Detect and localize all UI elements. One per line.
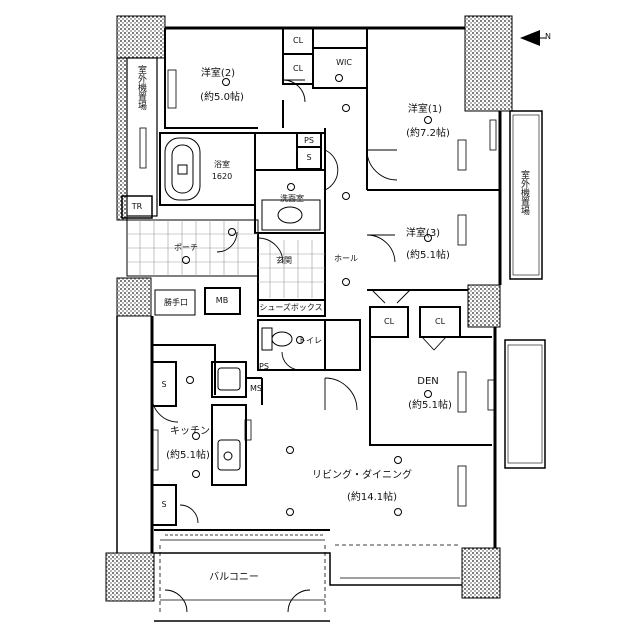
pipe-space-label: PS (259, 362, 269, 371)
closet-label: CL (383, 317, 395, 326)
room-western-1-name: 洋室(1) (407, 104, 443, 115)
closet-label: CL (292, 36, 304, 45)
room-western-1-area: (約7.2帖) (406, 128, 450, 139)
outdoor-unit-left-label: 室外機置場 (136, 65, 146, 110)
outdoor-unit-boxes (126, 57, 546, 469)
room-hall-name: ホール (334, 254, 358, 263)
service-door-label: 勝手口 (164, 298, 188, 307)
closet-label: CL (434, 317, 446, 326)
sanitary-fixtures (217, 199, 321, 471)
shoes-box-label: シューズボックス (259, 303, 323, 312)
room-kitchen-name: キッチン (170, 426, 210, 437)
trunk-room-label: TR (131, 202, 143, 211)
tile-grid (127, 220, 325, 298)
closet-label: CL (292, 64, 304, 73)
column (116, 15, 166, 59)
light-fixtures (182, 74, 432, 516)
room-living-area: (約14.1帖) (346, 492, 398, 503)
interior-walls (121, 27, 500, 526)
storage-label: S (306, 153, 312, 162)
walk-in-closet-label: WIC (336, 58, 352, 67)
room-bath-name: 浴室 (214, 160, 230, 169)
room-bath-size: 1620 (211, 172, 233, 181)
room-kitchen-area: (約5.1帖) (166, 450, 210, 461)
room-western-3-name: 洋室(3) (405, 228, 441, 239)
room-western-2-name: 洋室(2) (200, 68, 236, 79)
room-washroom-name: 洗面室 (280, 194, 304, 203)
compass-letter: N (545, 32, 551, 41)
structural-columns (105, 15, 513, 602)
window-marks (139, 69, 497, 507)
meter-space-label: MS (250, 384, 262, 393)
room-western-3-area: (約5.1帖) (406, 250, 450, 261)
room-toilet-name: トイレ (298, 336, 322, 345)
storage-label: S (161, 500, 167, 509)
room-western-2-area: (約5.0帖) (200, 92, 244, 103)
door-swings (151, 79, 447, 613)
column (116, 277, 152, 317)
room-entrance-name: 玄関 (276, 256, 292, 265)
outdoor-unit-right-label: 室外機置場 (519, 170, 529, 215)
room-balcony-name: バルコニー (209, 572, 259, 583)
compass-icon (520, 30, 546, 46)
pipe-space-label: PS (304, 136, 314, 145)
room-living-name: リビング・ダイニング (312, 470, 412, 481)
column (467, 284, 501, 328)
storage-label: S (161, 380, 167, 389)
bathtub (164, 137, 201, 201)
column (105, 552, 155, 602)
column (461, 547, 501, 599)
column (464, 15, 513, 112)
room-den-area: (約5.1帖) (408, 400, 452, 411)
room-porch-name: ポーチ (174, 243, 198, 252)
room-den-name: DEN (417, 376, 439, 387)
meter-box-label: MB (215, 296, 229, 305)
balcony-lines (159, 534, 460, 615)
